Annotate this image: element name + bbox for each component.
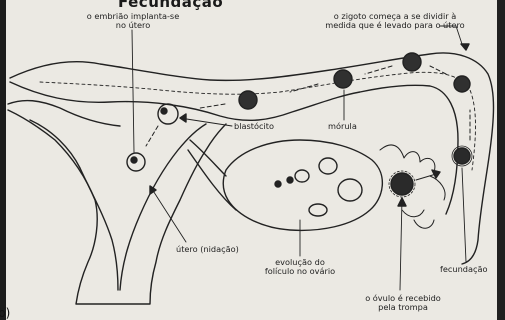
follicle-medium: [295, 170, 309, 182]
arrowhead-zigoto: [461, 44, 469, 50]
pointer-embriao: [132, 30, 134, 152]
label-foliculo: evolução do folículo no ovário: [258, 258, 342, 276]
blastocyst-inner-mass: [161, 108, 167, 114]
arrowhead-blastocito: [180, 114, 186, 122]
pointer-fecundacao: [462, 168, 466, 262]
label-blastocito: blastócito: [234, 122, 274, 131]
zygote-four-cell: [403, 53, 421, 71]
zygote-two-cell: [454, 76, 470, 92]
panel-marker: b): [0, 306, 10, 320]
label-fecundacao: fecundação: [440, 265, 488, 274]
label-embriao-line2: no útero: [66, 21, 200, 30]
label-ovulo: o óvulo é recebido pela trompa: [348, 294, 458, 312]
follicle-mature: [338, 179, 362, 201]
label-zigoto: o zigoto começa a se dividir à medida qu…: [320, 12, 470, 30]
follicle-small-1: [275, 181, 281, 187]
implanted-embryo-core: [131, 157, 137, 163]
figure-title: Fecundação: [118, 0, 223, 11]
uterus-inner-cavity: [30, 120, 206, 290]
fertilized-egg: [454, 148, 470, 164]
ovarian-ligament: [188, 140, 236, 210]
arrowhead-ovulo: [398, 198, 406, 206]
fallopian-tube-lower: [10, 82, 458, 214]
morula-cell: [239, 91, 257, 109]
label-foliculo-line2: folículo no ovário: [258, 267, 342, 276]
blastocyst: [158, 104, 178, 124]
label-morula: mórula: [328, 122, 357, 131]
label-ovulo-line2: pela trompa: [348, 303, 458, 312]
zygote-eight-cell: [334, 70, 352, 88]
pointer-utero: [150, 186, 186, 242]
pointer-ovulo: [400, 198, 402, 290]
uterus-wall-left: [8, 101, 120, 126]
released-ovum: [391, 173, 413, 195]
follicle-growing: [319, 158, 337, 174]
label-zigoto-line2: medida que é levado para o útero: [320, 21, 470, 30]
label-utero: útero (nidação): [176, 245, 239, 254]
follicle-small-2: [287, 177, 293, 183]
label-embriao: o embrião implanta-se no útero: [66, 12, 200, 30]
ovary-outline: [223, 140, 382, 230]
corpus-luteum: [309, 204, 327, 216]
arrowhead-utero: [150, 186, 156, 194]
